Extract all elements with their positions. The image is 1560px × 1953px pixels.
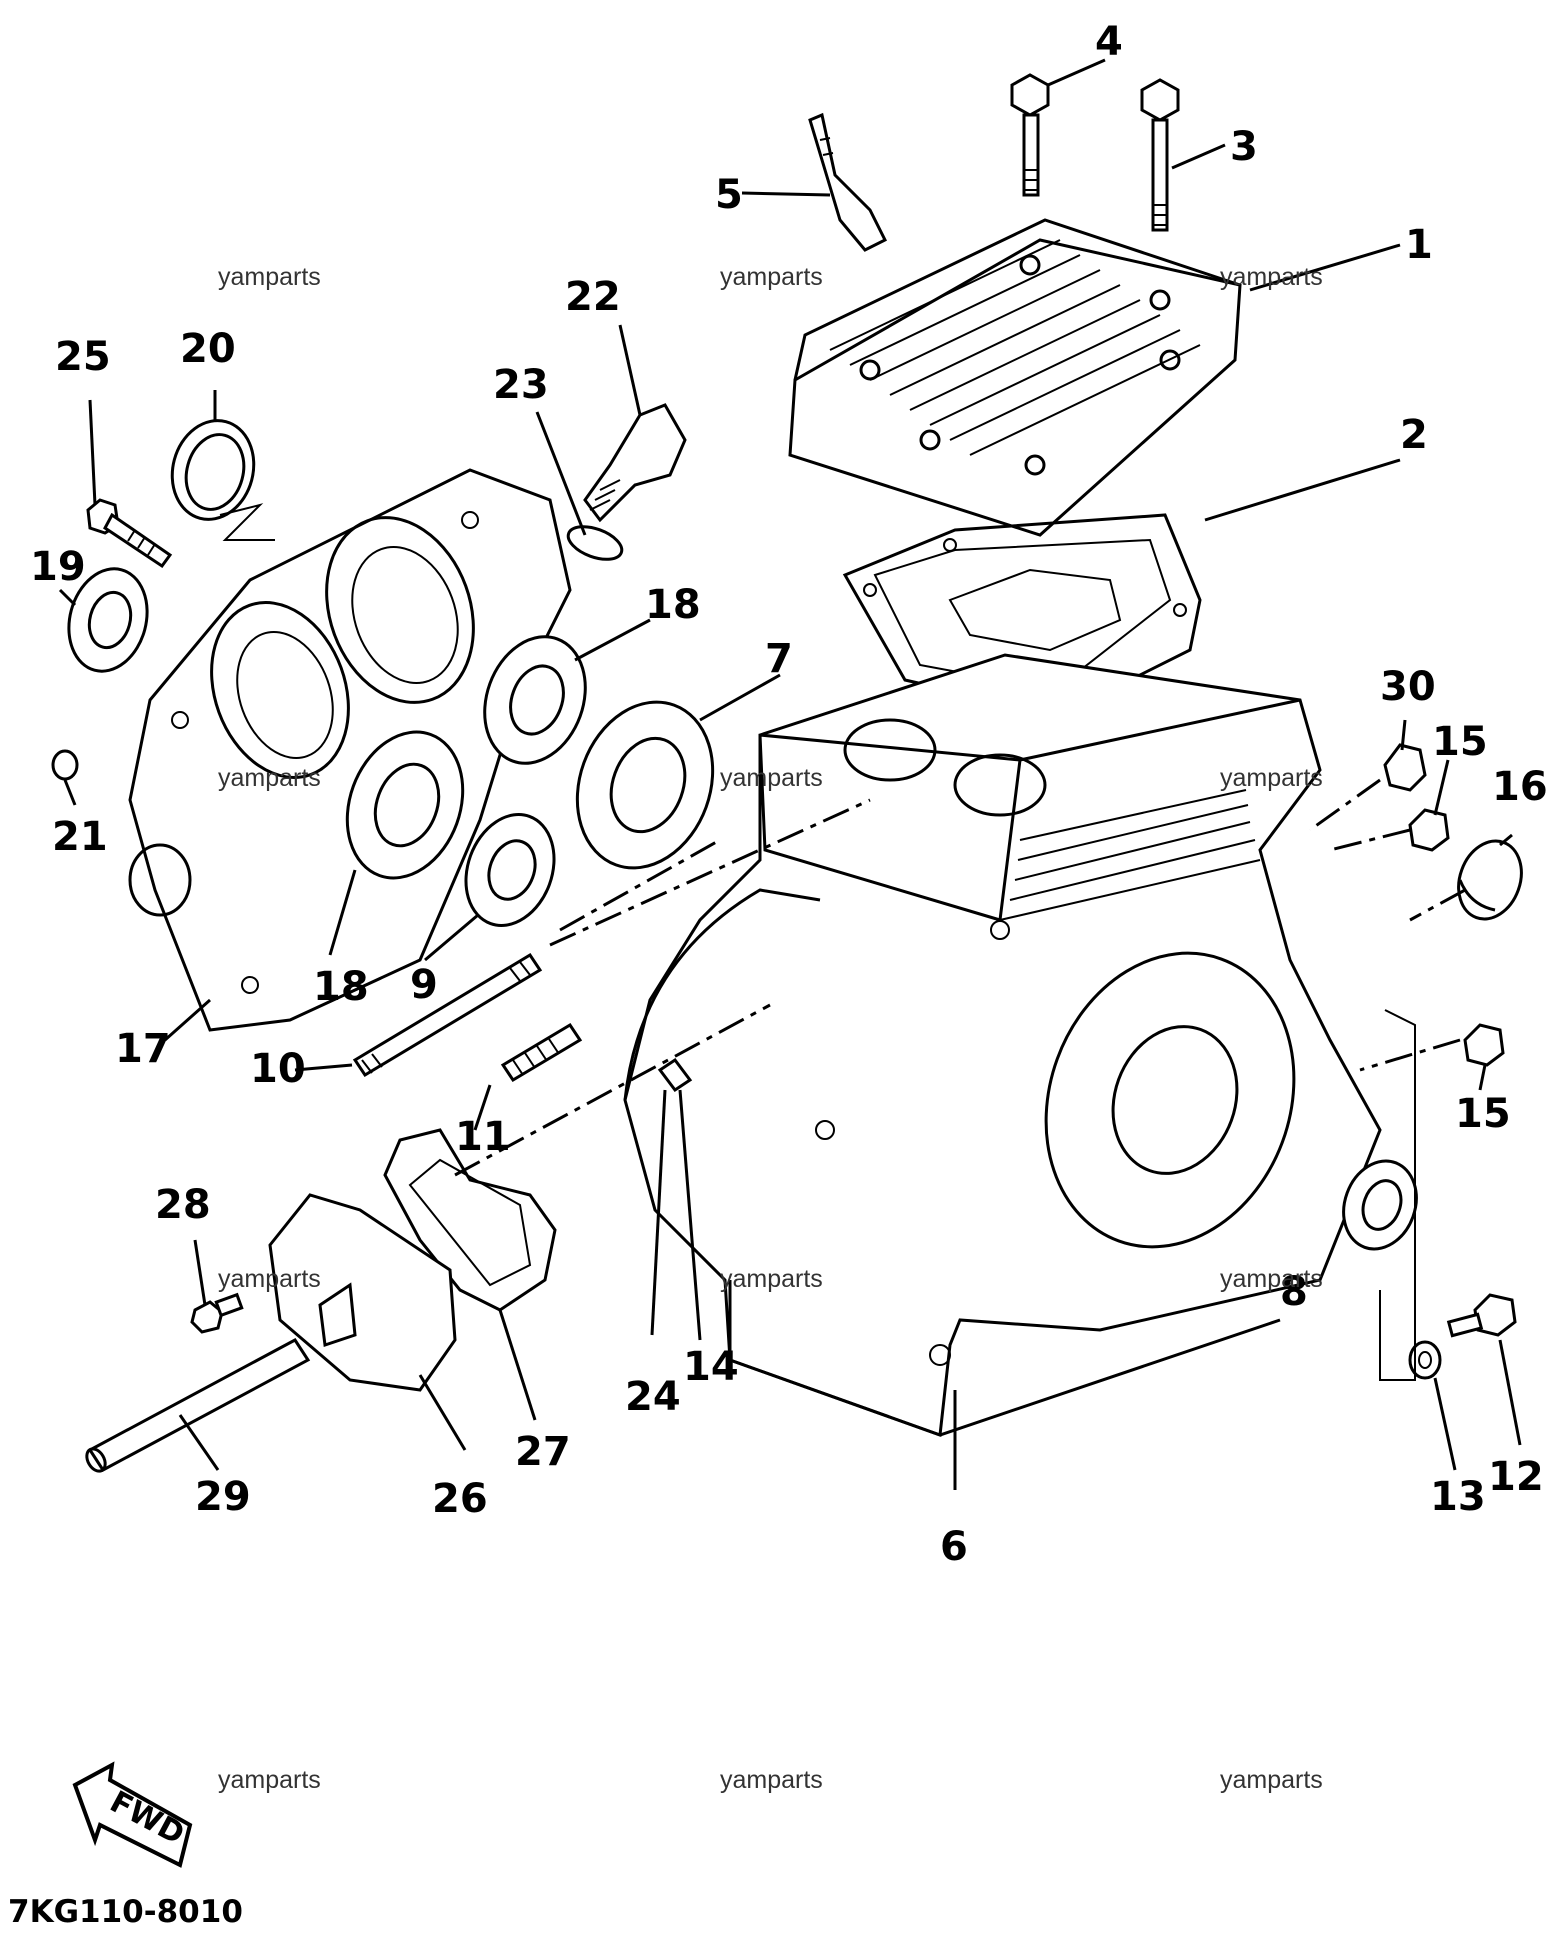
- part-label-25: 25: [55, 334, 111, 380]
- part-label-1: 1: [1405, 222, 1433, 268]
- fwd-arrow-icon: FWD: [72, 1761, 193, 1868]
- watermark: yamparts: [720, 1766, 823, 1794]
- part-label-3: 3: [1230, 124, 1258, 170]
- bearing-18-lower-drawing: [345, 730, 465, 880]
- diagram-code: 7KG110-8010: [8, 1894, 243, 1930]
- part-label-22: 22: [565, 274, 621, 320]
- watermark: yamparts: [1220, 263, 1323, 291]
- watermark: yamparts: [218, 1766, 321, 1794]
- nut-30-drawing: [1383, 743, 1427, 792]
- part-label-26: 26: [432, 1476, 488, 1522]
- part-label-30: 30: [1380, 664, 1436, 710]
- watermark: yamparts: [720, 263, 823, 291]
- watermarks: yamparts yamparts yamparts yamparts yamp…: [218, 263, 1323, 1794]
- spark-plug-5-drawing: [808, 112, 888, 252]
- part-label-5: 5: [715, 172, 743, 218]
- part-label-28: 28: [155, 1182, 211, 1228]
- part-label-16: 16: [1492, 764, 1548, 810]
- washer-13-drawing: [1408, 1340, 1442, 1380]
- sensor-22-drawing: [583, 403, 687, 523]
- cylinder-head-drawing: [788, 218, 1242, 537]
- part-label-17: 17: [115, 1026, 171, 1072]
- fwd-label: FWD: [104, 1784, 190, 1852]
- part-label-7: 7: [765, 636, 793, 682]
- part-label-13: 13: [1430, 1474, 1486, 1520]
- bolt-4-drawing: [1010, 73, 1050, 197]
- cap-16-drawing: [1457, 839, 1523, 921]
- bearing-18-upper-drawing: [483, 635, 587, 765]
- watermark: yamparts: [1220, 1265, 1323, 1293]
- tube-29-drawing: [85, 1338, 311, 1473]
- plug-21-drawing: [51, 749, 79, 781]
- cover-26-drawing: [268, 1193, 457, 1392]
- watermark: yamparts: [720, 1265, 823, 1293]
- leader-lines: [58, 58, 1522, 1490]
- watermark: yamparts: [218, 1265, 321, 1293]
- part-label-24: 24: [625, 1374, 681, 1420]
- part-label-15-lower: 15: [1455, 1091, 1511, 1137]
- watermark: yamparts: [1220, 764, 1323, 792]
- watermark: yamparts: [1220, 1766, 1323, 1794]
- bolt-25-drawing: [86, 498, 173, 569]
- part-label-9: 9: [410, 962, 438, 1008]
- part-label-18-lower: 18: [313, 964, 369, 1010]
- bearing-9-drawing: [464, 813, 556, 927]
- part-label-10: 10: [250, 1046, 306, 1092]
- part-label-18-upper: 18: [645, 582, 701, 628]
- bolt-3-drawing: [1140, 78, 1180, 232]
- part-label-21: 21: [52, 814, 108, 860]
- bolt-28-drawing: [190, 1292, 244, 1334]
- stud-11-drawing: [500, 1022, 583, 1083]
- part-label-12: 12: [1488, 1454, 1544, 1500]
- watermark: yamparts: [720, 764, 823, 792]
- part-label-2: 2: [1400, 412, 1428, 458]
- part-number-labels: 1 2 3 4 5 6 7 8 9 10 11 12 13 14 15 15 1…: [30, 19, 1548, 1570]
- bolt-12-drawing: [1446, 1293, 1517, 1338]
- part-label-4: 4: [1095, 19, 1123, 65]
- part-label-6: 6: [940, 1524, 968, 1570]
- dowel-pin-14-drawing: [657, 1057, 693, 1093]
- part-label-27: 27: [515, 1429, 571, 1475]
- watermark: yamparts: [218, 764, 321, 792]
- nut-15-lower-drawing: [1463, 1023, 1505, 1067]
- gear-case-cover-drawing: [128, 468, 572, 1032]
- part-label-20: 20: [180, 326, 236, 372]
- oil-seal-19-drawing: [67, 567, 149, 673]
- oil-seal-8-drawing: [1342, 1159, 1418, 1251]
- part-label-15-upper: 15: [1432, 719, 1488, 765]
- part-label-14: 14: [683, 1344, 739, 1390]
- part-label-19: 19: [30, 544, 86, 590]
- part-label-29: 29: [195, 1474, 251, 1520]
- nut-15-upper-drawing: [1408, 808, 1450, 852]
- bearing-7-drawing: [575, 700, 715, 870]
- crankcase-cylinder-drawing: [623, 653, 1382, 1438]
- o-ring-23-drawing: [566, 525, 624, 561]
- part-label-8: 8: [1280, 1269, 1308, 1315]
- part-label-23: 23: [493, 362, 549, 408]
- stud-10-drawing: [352, 952, 543, 1078]
- watermark: yamparts: [218, 263, 321, 291]
- part-label-11: 11: [455, 1114, 511, 1160]
- ring-20-drawing: [170, 419, 275, 541]
